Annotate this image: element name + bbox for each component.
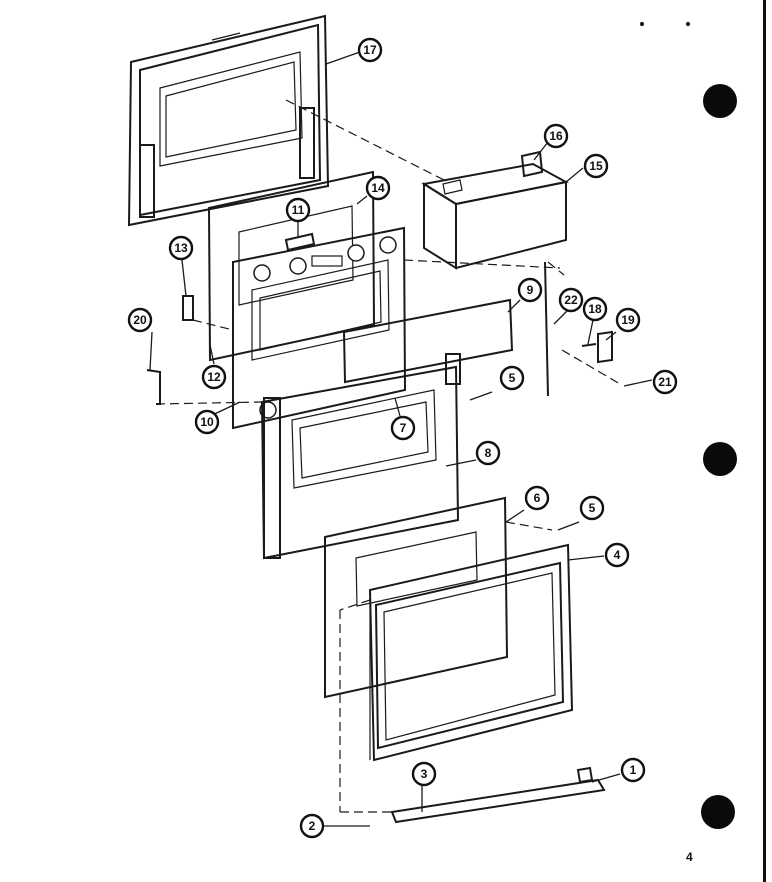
callout-5-lower: 5 (579, 495, 605, 521)
svg-text:1: 1 (630, 763, 637, 777)
part-16-bracket (520, 150, 544, 178)
part-20-clip (146, 369, 161, 405)
svg-text:18: 18 (588, 302, 602, 316)
callout-12: 12 (201, 364, 227, 390)
svg-text:10: 10 (200, 415, 214, 429)
part-22-rod (544, 261, 549, 397)
svg-text:6: 6 (534, 491, 541, 505)
callout-2: 2 (299, 813, 325, 839)
part-4-door-frame (368, 543, 574, 762)
callout-19: 19 (615, 307, 641, 333)
svg-text:14: 14 (371, 181, 385, 195)
callout-3: 3 (411, 761, 437, 787)
callout-5-upper: 5 (499, 365, 525, 391)
svg-text:8: 8 (485, 446, 492, 460)
part-17-outer-frame (127, 14, 330, 227)
callout-22: 22 (558, 287, 584, 313)
svg-text:4: 4 (614, 548, 621, 562)
part-18-screw (581, 343, 597, 347)
binding-dot (703, 84, 737, 118)
page-edge (763, 0, 766, 882)
part-19-bracket (597, 330, 613, 364)
svg-text:9: 9 (527, 283, 534, 297)
binding-dot (703, 442, 737, 476)
svg-text:5: 5 (509, 371, 516, 385)
callout-17: 17 (357, 37, 383, 63)
callout-18: 18 (582, 296, 608, 322)
part-15-box (421, 162, 569, 270)
part-10-control-panel (232, 226, 407, 430)
svg-text:7: 7 (400, 421, 407, 435)
svg-text:13: 13 (174, 241, 188, 255)
callout-21: 21 (652, 369, 678, 395)
callout-20: 20 (127, 307, 153, 333)
svg-text:21: 21 (658, 375, 672, 389)
svg-text:11: 11 (292, 203, 305, 217)
svg-text:12: 12 (207, 370, 221, 384)
part-9-strip (342, 298, 514, 384)
callout-15: 15 (583, 153, 609, 179)
svg-text:2: 2 (309, 819, 316, 833)
callout-6: 6 (524, 485, 550, 511)
part-11-bracket (284, 232, 316, 252)
svg-text:3: 3 (421, 767, 428, 781)
callout-7: 7 (390, 415, 416, 441)
callout-13: 13 (168, 235, 194, 261)
callout-11: 11 (285, 197, 311, 223)
svg-text:16: 16 (549, 129, 563, 143)
callout-pointers (149, 51, 653, 827)
callout-16: 16 (543, 123, 569, 149)
callout-10: 10 (194, 409, 220, 435)
part-8-inner-panel (260, 353, 461, 560)
part-1-clip (576, 766, 594, 784)
assembly-leader-lines (155, 99, 621, 813)
page-number: 4 (686, 850, 693, 864)
part-6-glass (324, 496, 509, 699)
svg-text:20: 20 (133, 313, 147, 327)
callout-14: 14 (365, 175, 391, 201)
speck (686, 22, 690, 26)
part-13-clip (182, 295, 194, 321)
svg-text:5: 5 (589, 501, 596, 515)
svg-text:22: 22 (564, 293, 578, 307)
callout-4: 4 (604, 542, 630, 568)
part-3-bottom-trim (390, 778, 606, 824)
callout-9: 9 (517, 277, 543, 303)
callout-1: 1 (620, 757, 646, 783)
svg-text:15: 15 (589, 159, 603, 173)
callout-8: 8 (475, 440, 501, 466)
svg-text:19: 19 (621, 313, 635, 327)
speck (640, 22, 644, 26)
binding-dot (701, 795, 735, 829)
part-14-panel (207, 170, 376, 362)
svg-text:17: 17 (363, 43, 377, 57)
